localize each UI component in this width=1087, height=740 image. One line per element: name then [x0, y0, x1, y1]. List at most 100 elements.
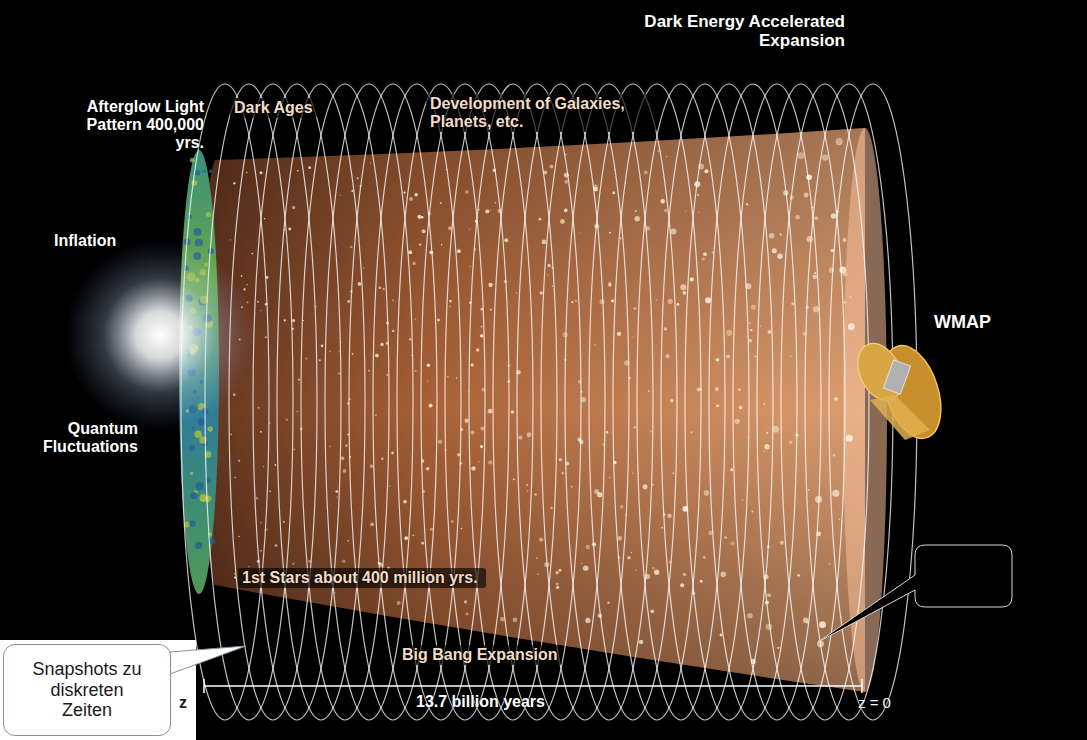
galaxy-dot	[720, 571, 726, 577]
galaxy-dot	[586, 545, 591, 550]
galaxy-dot	[803, 617, 809, 623]
galaxy-dot	[427, 380, 429, 382]
galaxy-dot	[426, 467, 430, 471]
galaxy-dot	[769, 233, 775, 239]
galaxy-dot	[661, 527, 663, 529]
galaxy-dot	[562, 472, 564, 474]
galaxy-dot	[419, 243, 422, 246]
galaxy-dot	[456, 377, 458, 379]
galaxy-dot	[560, 219, 565, 224]
galaxy-dot	[292, 206, 295, 209]
galaxy-dot	[552, 286, 554, 288]
galaxy-dot	[791, 302, 794, 305]
galaxy-dot	[409, 197, 413, 201]
galaxy-dot	[814, 272, 816, 274]
galaxy-dot	[697, 387, 701, 391]
galaxy-dot	[415, 370, 417, 372]
galaxy-dot	[633, 307, 636, 310]
galaxy-dot	[751, 511, 753, 513]
galaxy-dot	[581, 562, 582, 563]
galaxy-dot	[329, 351, 331, 353]
galaxy-dot	[829, 563, 831, 565]
galaxy-dot	[469, 266, 470, 267]
afterglow-spot	[189, 520, 195, 526]
galaxy-dot	[397, 601, 401, 605]
galaxy-dot	[682, 291, 686, 295]
galaxy-dot	[747, 613, 753, 619]
galaxy-dot	[257, 301, 259, 303]
snapshot-ring	[445, 84, 533, 720]
galaxy-dot	[392, 299, 394, 301]
galaxy-dot	[683, 573, 687, 577]
galaxy-dot	[329, 446, 331, 448]
galaxy-dot	[766, 432, 768, 434]
galaxy-dot	[750, 329, 752, 331]
galaxy-dot	[375, 414, 377, 416]
galaxy-dot	[298, 379, 300, 381]
galaxy-dot	[265, 336, 267, 338]
annotation-label: z	[179, 694, 187, 712]
snapshot-ring	[661, 84, 749, 720]
afterglow-spot	[196, 482, 204, 490]
galaxy-dot	[294, 449, 296, 451]
galaxy-dot	[726, 330, 732, 336]
galaxy-dot	[464, 600, 467, 603]
galaxy-dot	[386, 374, 388, 376]
galaxy-dot	[777, 647, 779, 649]
afterglow-spot	[207, 426, 212, 431]
snapshot-ring	[253, 84, 341, 720]
galaxy-dot	[457, 249, 461, 253]
galaxy-dot	[234, 477, 235, 478]
galaxy-dot	[518, 435, 522, 439]
galaxy-dot	[417, 215, 421, 219]
galaxy-dot	[490, 309, 492, 311]
galaxy-dot	[516, 292, 518, 294]
galaxy-dot	[286, 418, 289, 421]
galaxy-dot	[612, 191, 615, 194]
galaxy-dot	[363, 267, 365, 269]
galaxy-dot	[556, 583, 559, 586]
galaxy-dot	[726, 355, 730, 359]
galaxy-dot	[627, 556, 631, 560]
snapshot-ring	[229, 84, 317, 720]
galaxy-dot	[378, 286, 381, 289]
galaxy-dot	[391, 452, 394, 455]
galaxy-dot	[700, 580, 703, 583]
galaxy-dot	[471, 363, 474, 366]
galaxy-dot	[639, 640, 644, 645]
galaxy-dot	[832, 490, 839, 497]
galaxy-dot	[414, 193, 418, 197]
galaxy-dot	[234, 576, 236, 578]
galaxy-dot	[620, 238, 622, 240]
galaxy-dot	[738, 388, 740, 390]
galaxy-dot	[795, 215, 799, 219]
galaxy-dot	[671, 229, 677, 235]
galaxy-dot	[319, 359, 321, 361]
galaxy-dot	[822, 154, 829, 161]
galaxy-dot	[490, 209, 491, 210]
galaxy-dot	[534, 493, 537, 496]
galaxy-dot	[526, 484, 528, 486]
galaxy-dot	[485, 209, 489, 213]
snapshot-ring	[421, 84, 509, 720]
snapshot-rings	[181, 84, 917, 720]
galaxy-dot	[766, 623, 773, 630]
galaxy-dot	[559, 458, 562, 461]
galaxy-dot	[797, 574, 800, 577]
galaxy-dot	[705, 297, 711, 303]
galaxy-dot	[562, 332, 567, 337]
galaxy-dot	[650, 609, 654, 613]
snapshot-ring	[613, 84, 701, 720]
afterglow-spot	[204, 495, 211, 502]
galaxy-dot	[500, 617, 505, 622]
galaxy-dot	[412, 262, 415, 265]
afterglow-spot	[190, 492, 197, 499]
galaxy-dot	[343, 469, 347, 473]
galaxy-dot	[504, 238, 508, 242]
annotation-label: Dark Energy Accelerated Expansion	[640, 12, 845, 50]
galaxy-dot	[527, 490, 529, 492]
galaxy-dot	[672, 472, 674, 474]
snapshot-ring	[637, 84, 725, 720]
galaxy-dot	[644, 170, 648, 174]
galaxy-dot	[465, 190, 469, 194]
